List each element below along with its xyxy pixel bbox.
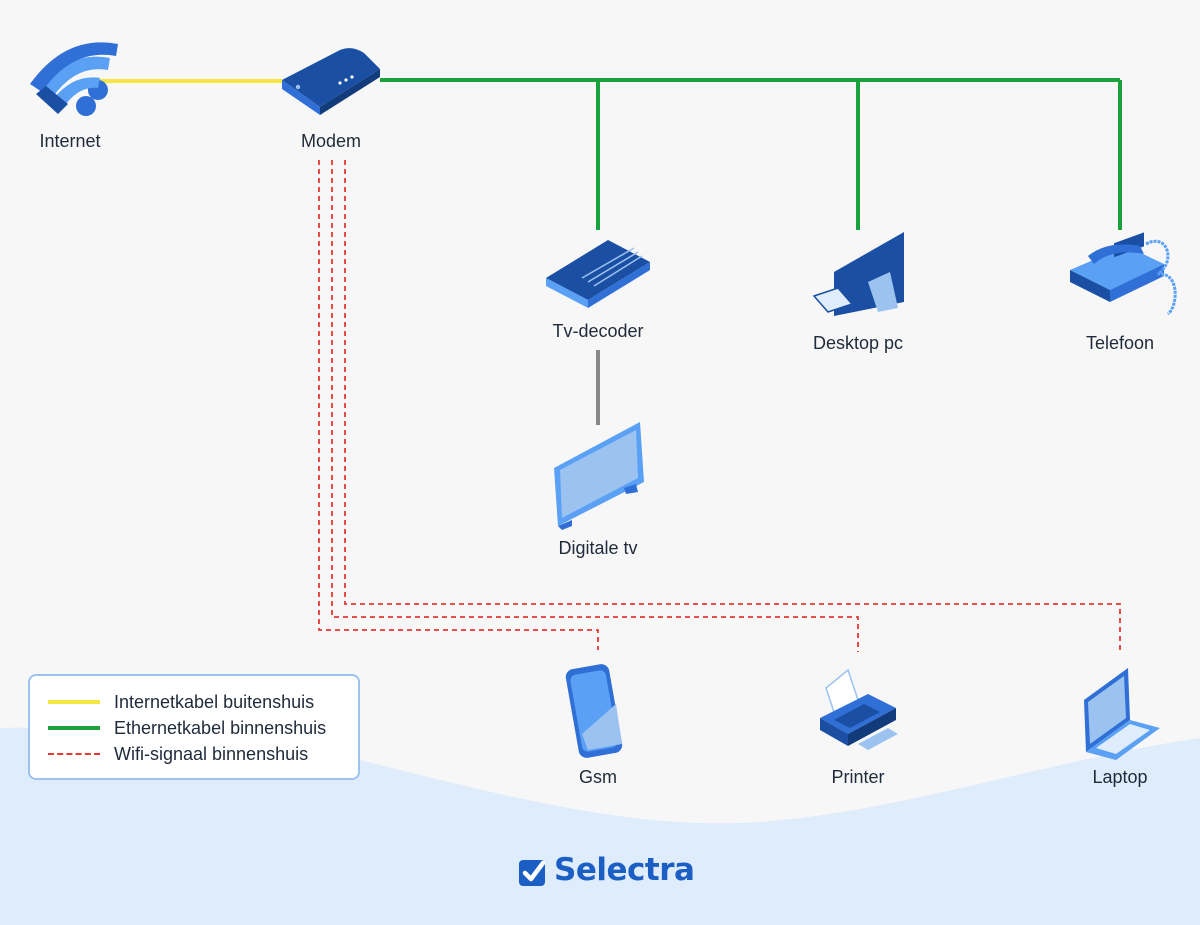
label-internet: Internet — [39, 131, 101, 151]
television-icon — [554, 422, 644, 530]
label-printer: Printer — [831, 767, 885, 787]
label-modem: Modem — [300, 131, 362, 151]
legend-item-ethernet-cable: Ethernetkabel binnenshuis — [48, 716, 326, 740]
legend-swatch-green — [48, 726, 100, 730]
legend-label: Internetkabel buitenshuis — [114, 691, 315, 712]
label-telefoon: Telefoon — [1085, 333, 1155, 353]
selectra-check-icon — [519, 860, 546, 886]
tv-decoder-icon — [546, 240, 650, 308]
wifi-icon — [30, 42, 118, 116]
brand-logo: Selectra — [518, 852, 695, 888]
modem-icon — [282, 48, 380, 115]
wifi-signals — [318, 160, 1121, 652]
printer-icon — [820, 668, 898, 750]
desktop-pc-icon — [812, 232, 904, 316]
label-gsm: Gsm — [579, 767, 617, 787]
legend-label: Ethernetkabel binnenshuis — [114, 717, 327, 738]
label-digitale-tv: Digitale tv — [558, 538, 638, 558]
label-desktop-pc: Desktop pc — [812, 333, 904, 353]
smartphone-icon — [565, 664, 623, 758]
legend-swatch-yellow — [48, 700, 100, 704]
ethernet-cables — [380, 78, 1122, 230]
label-tv-decoder: Tv-decoder — [552, 321, 644, 341]
legend-item-wifi-signal: Wifi-signaal binnenshuis — [48, 742, 308, 766]
telephone-icon — [1070, 232, 1177, 316]
brand-name: Selectra — [554, 852, 695, 888]
legend-item-internet-cable: Internetkabel buitenshuis — [48, 690, 314, 714]
legend: Internetkabel buitenshuis Ethernetkabel … — [28, 674, 360, 780]
legend-swatch-red-dashed — [48, 753, 100, 755]
label-laptop: Laptop — [1092, 767, 1148, 787]
legend-label: Wifi-signaal binnenshuis — [114, 743, 309, 764]
laptop-icon — [1084, 668, 1160, 760]
